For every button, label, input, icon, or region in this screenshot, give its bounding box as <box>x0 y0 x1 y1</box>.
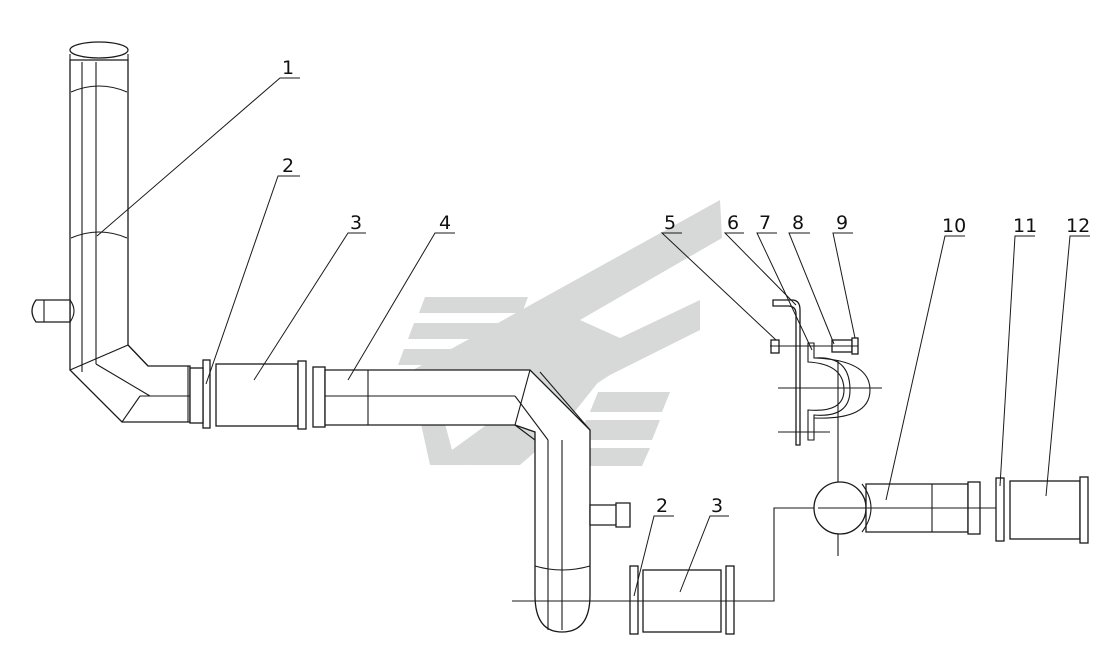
callout-12: 12 <box>1066 215 1090 237</box>
callout-5: 5 <box>664 212 676 234</box>
callout-3-lower: 3 <box>711 495 723 517</box>
callout-leaders <box>96 77 1090 597</box>
coupler-part-3-upper <box>215 360 307 430</box>
callout-2-lower: 2 <box>656 495 668 517</box>
pipe-part-1 <box>31 41 191 423</box>
pipe-part-4 <box>312 366 631 633</box>
flange-part-2-upper <box>202 359 211 429</box>
callout-3-upper: 3 <box>350 212 362 234</box>
flange-part-11 <box>995 477 1005 542</box>
callout-1: 1 <box>282 57 294 79</box>
lower-pipe-axis <box>512 507 818 602</box>
callout-11: 11 <box>1013 215 1037 237</box>
coupler-part-3-lower <box>629 565 735 635</box>
callout-4: 4 <box>439 212 451 234</box>
callout-9: 9 <box>836 212 848 234</box>
pipe-part-10 <box>813 481 1000 535</box>
sleeve-connector <box>189 367 204 424</box>
clamp-bracket-parts-5-9 <box>770 299 882 556</box>
callout-10: 10 <box>942 215 966 237</box>
coupler-part-12 <box>1009 476 1089 544</box>
callout-8: 8 <box>792 212 804 234</box>
callout-7: 7 <box>759 212 771 234</box>
callout-6: 6 <box>727 212 739 234</box>
callout-2-upper: 2 <box>282 155 294 177</box>
